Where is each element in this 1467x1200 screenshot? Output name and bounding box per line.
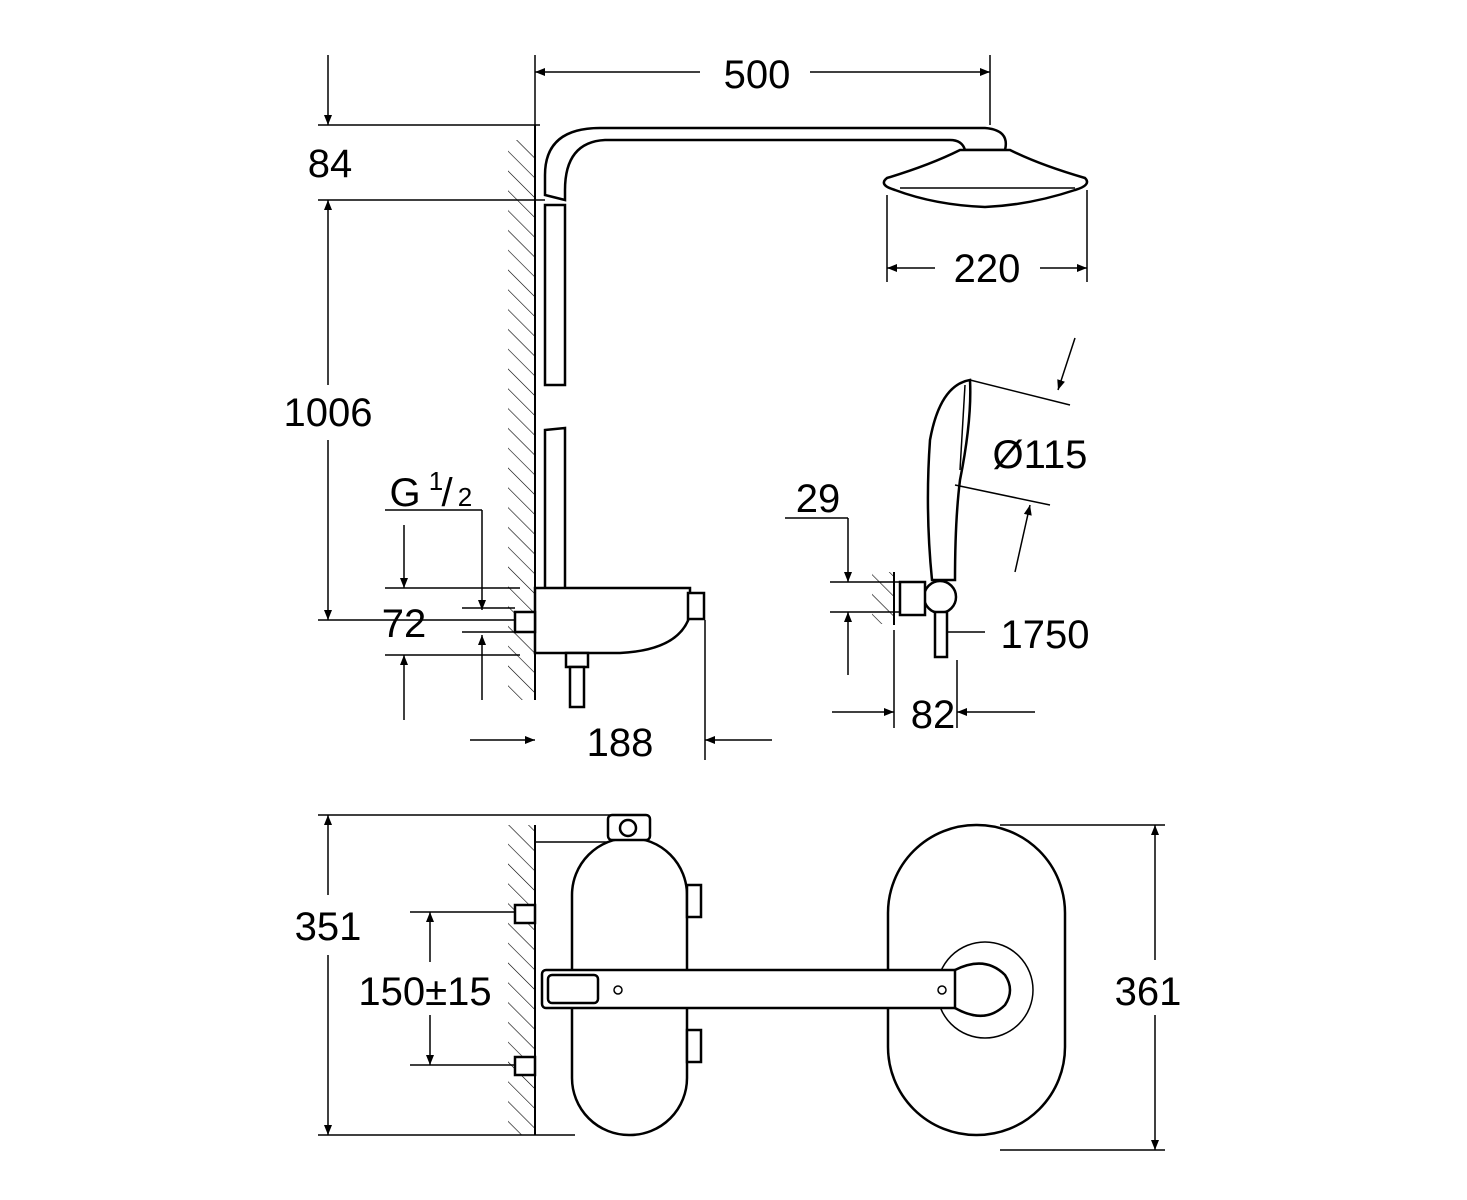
hand-shower bbox=[872, 378, 972, 659]
front-view: 351 150±15 361 bbox=[295, 813, 1182, 1151]
holder-wall-hatching bbox=[872, 572, 894, 624]
riser-pipe-lower bbox=[543, 426, 567, 592]
side-view: 500 84 1006 220 G 1 / 2 72 188 bbox=[284, 53, 1090, 765]
dim-holder-depth: 82 bbox=[911, 693, 956, 737]
dim-hose-length: 1750 bbox=[1001, 613, 1090, 657]
thermostat-body bbox=[533, 586, 692, 655]
dim-inlet-spacing: 150±15 bbox=[358, 970, 491, 1014]
shower-arm-front bbox=[540, 968, 969, 1010]
riser-pipe-upper bbox=[543, 203, 567, 387]
wall-hatching bbox=[508, 140, 535, 700]
dim-head-height: 361 bbox=[1115, 970, 1182, 1014]
dim-head-diameter: 220 bbox=[954, 247, 1021, 291]
thread-numerator: 1 bbox=[429, 466, 443, 496]
inlet-lower bbox=[513, 1055, 537, 1077]
inlet-connector bbox=[513, 610, 537, 634]
dim-projection: 188 bbox=[587, 721, 654, 765]
handle-upper bbox=[685, 883, 703, 919]
thread-denominator: 2 bbox=[458, 482, 472, 512]
thermostat-handle bbox=[686, 591, 706, 621]
handle-lower bbox=[685, 1028, 703, 1064]
dim-inlet-height: 72 bbox=[382, 602, 427, 646]
wall-hatching-front bbox=[508, 825, 535, 1135]
outlet-connector bbox=[564, 651, 590, 669]
thread-slash: / bbox=[441, 471, 453, 515]
thread-label: G bbox=[389, 471, 420, 515]
inlet-upper bbox=[513, 903, 537, 925]
dim-holder-offset: 29 bbox=[796, 477, 841, 521]
dim-height: 1006 bbox=[284, 391, 373, 435]
head-shower bbox=[882, 148, 1089, 209]
dim-top-offset: 84 bbox=[308, 142, 353, 186]
dim-arm-length: 500 bbox=[724, 53, 791, 97]
dim-hand-shower-diameter: Ø115 bbox=[993, 433, 1088, 477]
dim-thermostat-height: 351 bbox=[295, 905, 362, 949]
outlet-pipe bbox=[568, 665, 586, 709]
